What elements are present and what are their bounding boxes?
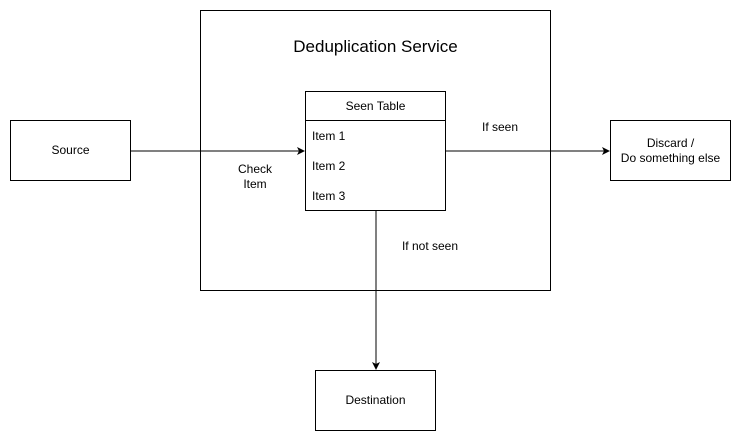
seen-table-header: Seen Table [306, 92, 445, 121]
destination-node: Destination [315, 370, 436, 431]
if-seen-label: If seen [481, 120, 519, 134]
seen-table-item-3: Item 3 [312, 189, 346, 203]
check-item-label: Check Item [225, 162, 285, 192]
deduplication-service-title: Deduplication Service [293, 37, 458, 56]
seen-table-item-2: Item 2 [312, 159, 346, 173]
if-not-seen-label: If not seen [401, 239, 459, 253]
seen-table: Seen Table Item 1 Item 2 Item 3 [305, 91, 446, 211]
source-label: Source [51, 143, 90, 157]
check-item-label-line2: Item [243, 177, 267, 191]
destination-label: Destination [345, 393, 406, 407]
discard-node: Discard / Do something else [610, 120, 731, 181]
discard-label-line1: Discard / [646, 135, 695, 150]
seen-table-item-1: Item 1 [312, 129, 346, 143]
check-item-label-line1: Check [237, 162, 272, 176]
discard-label-line2: Do something else [620, 150, 721, 165]
source-node: Source [10, 120, 131, 181]
